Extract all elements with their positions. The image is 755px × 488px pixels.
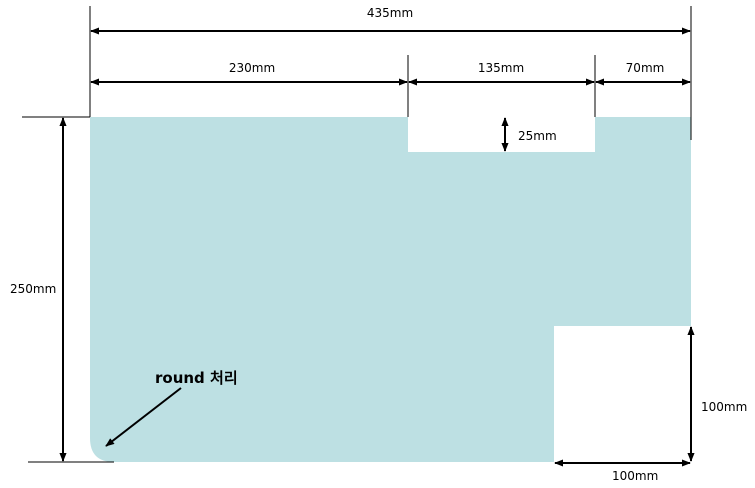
label-cutout-width: 100mm — [612, 469, 658, 483]
label-round-corner: round 처리 — [155, 369, 238, 387]
leader-arrow-round-corner — [105, 387, 182, 447]
label-overall-height: 250mm — [10, 282, 56, 296]
label-segment-left: 230mm — [229, 61, 275, 75]
label-notch-depth: 25mm — [518, 129, 557, 143]
label-overall-width: 435mm — [367, 6, 413, 20]
label-cutout-height: 100mm — [701, 400, 747, 414]
label-segment-middle: 135mm — [478, 61, 524, 75]
label-segment-right: 70mm — [626, 61, 665, 75]
panel-shape — [90, 117, 691, 462]
